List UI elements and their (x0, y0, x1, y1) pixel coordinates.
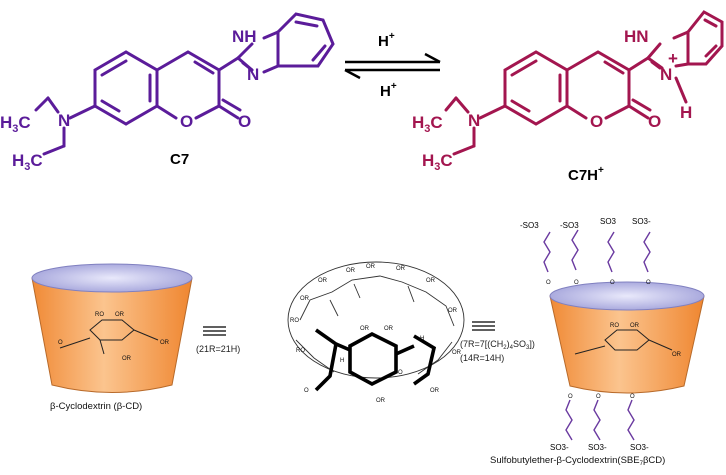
svg-text:OR: OR (448, 308, 458, 314)
beta-cd-caption: β-Cyclodextrin (β-CD) (50, 401, 142, 412)
equiv-left-note: (21R=21H) (196, 344, 240, 354)
bcd-or-label: OR (115, 312, 125, 318)
svg-text:H: H (420, 336, 424, 342)
bcd-or-bottom-label: OR (122, 356, 132, 362)
c7h-atom-labels: HN N + H N H3C H3C O O (412, 27, 692, 173)
beta-cd-structure: OR OR OR OR OR OR RO RO O OR OR OR OR OR… (287, 261, 465, 404)
svg-text:OR: OR (452, 350, 462, 356)
svg-text:OR: OR (672, 352, 682, 358)
beta-cd-cup: RO OR OR OR O (31, 263, 193, 393)
c7-compound-label: C7 (170, 151, 189, 168)
svg-text:OR: OR (384, 326, 394, 332)
c7-amine-n-label: N (58, 111, 70, 130)
svg-text:RO: RO (610, 323, 619, 329)
c7-carbonyl-o-label: O (238, 112, 251, 131)
bcd-or-right-label: OR (160, 340, 170, 346)
c7-h3c-bottom-label: H3C (12, 151, 43, 173)
equiv-right-note-1: (7R=7[(CH2)4SO3]) (460, 339, 535, 351)
bcd-ro-label: RO (95, 312, 104, 318)
reverse-proton-label: H+ (380, 81, 397, 100)
svg-text:O: O (596, 394, 601, 400)
svg-text:O: O (398, 370, 403, 376)
svg-text:O: O (546, 280, 551, 286)
svg-text:O: O (646, 280, 651, 286)
sbe-cd-cup: RO OR OR O O O O O O O -SO3 -SO3 SO3 SO3… (520, 217, 705, 452)
beta-cd-substituent-labels: OR OR OR OR OR OR RO RO O OR OR OR OR OR… (290, 264, 462, 404)
c7-nh-label: NH (232, 27, 257, 46)
c7h-h3c-top-label: H3C (412, 113, 443, 135)
svg-text:OR: OR (360, 326, 370, 332)
svg-text:O: O (574, 280, 579, 286)
svg-text:O: O (630, 394, 635, 400)
c7h-molecule (444, 10, 724, 156)
equiv-sign-right (472, 321, 495, 331)
svg-text:OR: OR (346, 268, 356, 274)
svg-text:O: O (568, 394, 573, 400)
svg-text:O: O (304, 388, 309, 394)
c7-molecule (34, 12, 335, 156)
c7h-plus-charge: + (668, 49, 678, 68)
c7-h3c-top-label: H3C (0, 113, 31, 135)
svg-text:OR: OR (426, 278, 436, 284)
svg-text:OR: OR (300, 296, 310, 302)
bcd-o-label: O (58, 340, 63, 346)
c7-n-label: N (247, 65, 259, 84)
svg-text:SO3-: SO3- (588, 443, 607, 452)
c7h-carbonyl-o-label: O (648, 112, 661, 131)
equiv-right-note-2: (14R=14H) (460, 353, 504, 363)
sbe-cd-caption: Sulfobutylether-β-Cyclodextrin(SBE7βCD) (490, 455, 665, 467)
svg-text:-SO3: -SO3 (560, 221, 579, 230)
c7h-compound-label: C7H+ (568, 165, 604, 184)
svg-text:OR: OR (630, 323, 640, 329)
equilibrium-arrows (344, 52, 441, 80)
equiv-sign-left (203, 326, 226, 336)
c7h-nh-label: HN (624, 27, 649, 46)
svg-text:SO3-: SO3- (632, 217, 651, 226)
c7-ring-o-label: O (180, 112, 193, 131)
svg-text:OR: OR (366, 264, 376, 270)
c7h-proton-h-label: H (680, 103, 692, 122)
forward-proton-label: H+ (378, 31, 395, 50)
svg-text:SO3-: SO3- (630, 443, 649, 452)
svg-text:OR: OR (318, 278, 328, 284)
c7h-nplus-label: N (660, 65, 672, 84)
c7h-ring-o-label: O (590, 112, 603, 131)
svg-text:SO3: SO3 (600, 217, 617, 226)
svg-text:H: H (340, 358, 344, 364)
svg-text:O: O (610, 280, 615, 286)
svg-text:OR: OR (396, 266, 406, 272)
svg-text:-SO3: -SO3 (520, 221, 539, 230)
c7h-h3c-bottom-label: H3C (422, 151, 453, 173)
svg-text:SO3-: SO3- (550, 443, 569, 452)
svg-text:OR: OR (430, 388, 440, 394)
c7h-amine-n-label: N (468, 111, 480, 130)
svg-text:OR: OR (376, 398, 386, 404)
sulfonate-labels: -SO3 -SO3 SO3 SO3- SO3- SO3- SO3- (520, 217, 651, 452)
svg-text:RO: RO (296, 348, 305, 354)
c7-atom-labels: NH N N H3C H3C O O (0, 27, 259, 173)
svg-text:RO: RO (290, 318, 299, 324)
